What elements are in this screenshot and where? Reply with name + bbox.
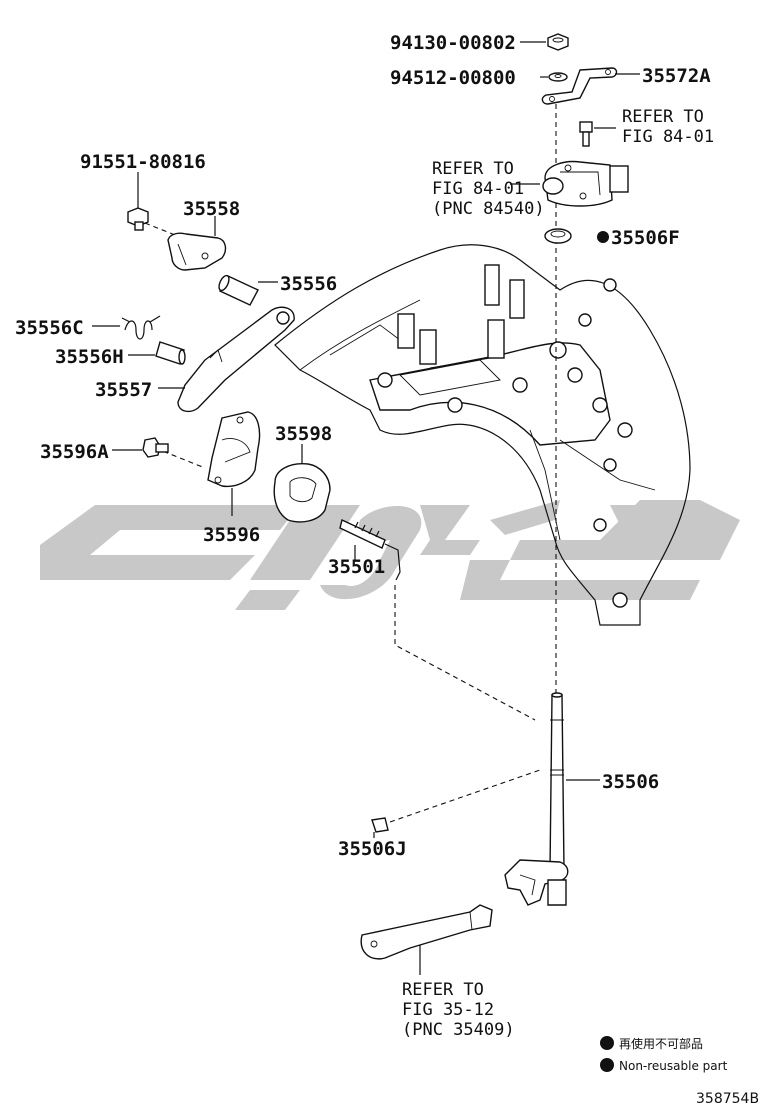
part-label-bracket: 35572A (642, 65, 711, 87)
refer-bottom-line-1: REFER TO (402, 980, 484, 1000)
clip-part[interactable]: 35506J (338, 817, 407, 860)
refer-switch-line-1: REFER TO (432, 159, 514, 179)
non-reusable-marker-icon (597, 231, 609, 243)
refer-line-1: REFER TO (622, 107, 704, 127)
part-label-shaft: 35506 (602, 771, 659, 793)
lever-part[interactable]: 35557 (95, 306, 295, 413)
lower-lever-part[interactable] (360, 904, 493, 975)
part-label-plate: 35596 (203, 524, 260, 546)
legend-english: Non-reusable part (619, 1059, 728, 1073)
bolt-left-part[interactable]: 35596A (40, 437, 169, 463)
part-label-rod: 35501 (328, 556, 385, 578)
plate-part[interactable]: 35596 (203, 411, 261, 546)
legend-japanese: 再使用不可部品 (619, 1036, 703, 1051)
part-label-seal: 35506F (611, 227, 680, 249)
part-label-bolt-top-left: 91551-80816 (80, 151, 206, 173)
spring-part[interactable]: 35556C (15, 315, 161, 340)
refer-note-switch: REFER TO FIG 84-01 (PNC 84540) (432, 159, 545, 219)
small-pin-part[interactable]: 35556H (55, 341, 186, 368)
refer-line-2: FIG 84-01 (622, 127, 714, 147)
refer-switch-line-2: FIG 84-01 (432, 179, 524, 199)
part-label-cover: 35558 (183, 198, 240, 220)
bolt-top-left-part[interactable]: 91551-80816 (80, 151, 206, 231)
legend: 再使用不可部品 Non-reusable part (600, 1036, 728, 1073)
part-label-pin: 35556 (280, 273, 337, 295)
part-label-small-pin: 35556H (55, 346, 124, 368)
bolt-top-right[interactable] (579, 121, 616, 147)
watermark-logo (40, 500, 740, 610)
part-label-clip: 35506J (338, 838, 407, 860)
cover-part[interactable]: 35558 (167, 198, 240, 271)
refer-bottom-line-2: FIG 35-12 (402, 1000, 494, 1020)
legend-bullet-icon (600, 1058, 614, 1072)
part-label-washer: 94512-00800 (390, 67, 516, 89)
washer-part[interactable]: 94512-00800 (390, 67, 568, 89)
refer-switch-line-3: (PNC 84540) (432, 199, 545, 219)
part-label-roller: 35598 (275, 423, 332, 445)
part-label-spring: 35556C (15, 317, 84, 339)
seal-part[interactable]: 35506F (544, 227, 680, 249)
bracket-part[interactable]: 35572A (541, 65, 711, 105)
refer-note-bottom: REFER TO FIG 35-12 (PNC 35409) (402, 980, 515, 1040)
rod-part[interactable]: 35501 (328, 519, 401, 581)
figure-number: 358754B (696, 1091, 759, 1107)
pin-part[interactable]: 35556 (217, 273, 337, 306)
transmission-case (274, 244, 691, 626)
refer-bottom-line-3: (PNC 35409) (402, 1020, 515, 1040)
part-label-lever: 35557 (95, 379, 152, 401)
shaft-part[interactable]: 35506 (504, 692, 659, 906)
neutral-switch-part[interactable] (510, 160, 629, 207)
roller-part[interactable]: 35598 (273, 423, 332, 523)
refer-note-top-right: REFER TO FIG 84-01 (622, 107, 714, 147)
part-label-bolt-left: 35596A (40, 441, 109, 463)
legend-bullet-icon (600, 1036, 614, 1050)
nut-part[interactable]: 94130-00802 (390, 32, 569, 54)
part-label-nut: 94130-00802 (390, 32, 516, 54)
